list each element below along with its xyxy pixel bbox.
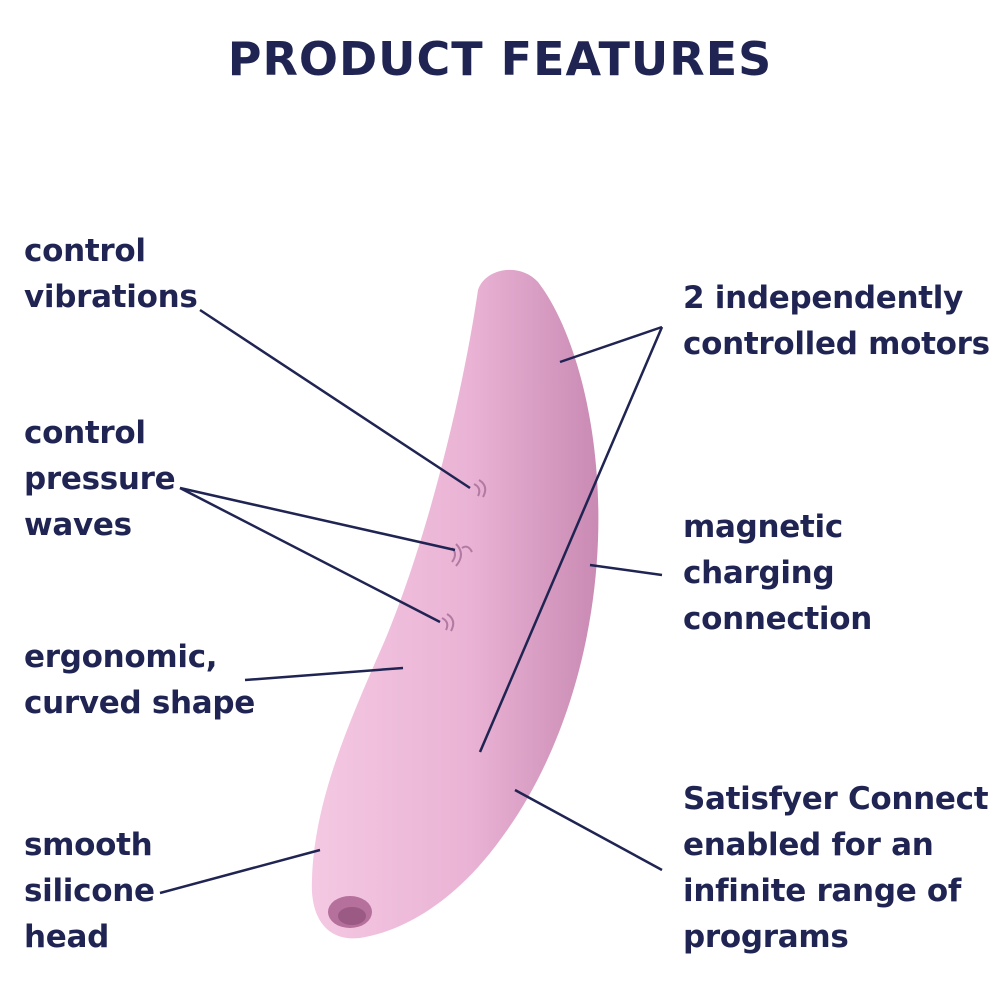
callout-line-magnetic bbox=[589, 563, 663, 577]
callout-line-motor-1 bbox=[559, 325, 663, 364]
callout-line-motor-2 bbox=[478, 326, 664, 753]
product-body bbox=[311, 269, 599, 939]
callout-line-head bbox=[159, 848, 321, 895]
feature-satisfyer-connect: Satisfyer Connect enabled for an infinit… bbox=[683, 781, 989, 955]
callout-lines bbox=[159, 308, 664, 895]
feature-control-vibrations: control vibrations bbox=[24, 233, 198, 315]
feature-silicone-head: smooth silicone head bbox=[24, 827, 155, 955]
feature-magnetic-charging: magnetic charging connection bbox=[683, 509, 873, 637]
callout-line-connect bbox=[514, 788, 663, 872]
callout-line-vibrations bbox=[199, 308, 471, 490]
vibration-button-icon bbox=[473, 479, 487, 498]
feature-motors: 2 independently controlled motors bbox=[683, 280, 990, 362]
feature-control-pressure-waves: control pressure waves bbox=[24, 415, 176, 543]
callout-line-pressure-1 bbox=[179, 486, 456, 552]
page-title: PRODUCT FEATURES bbox=[227, 32, 773, 86]
callout-line-pressure-2 bbox=[179, 486, 441, 624]
pressure-button-icon bbox=[441, 613, 455, 632]
callout-line-ergonomic bbox=[244, 666, 404, 682]
feature-ergonomic-shape: ergonomic, curved shape bbox=[24, 639, 256, 721]
